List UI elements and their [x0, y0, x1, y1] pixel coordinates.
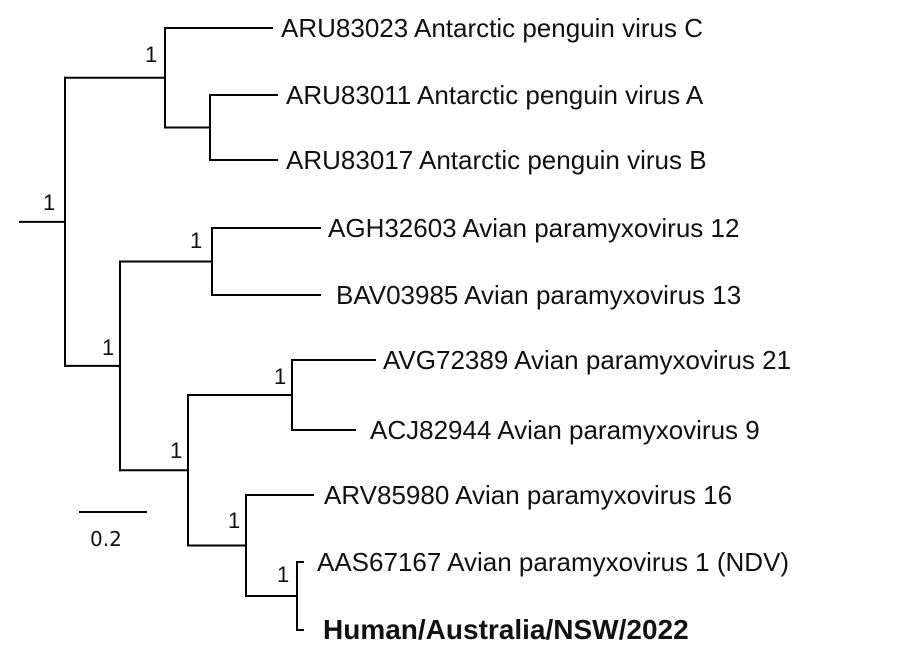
support-value: 1: [170, 438, 182, 463]
leaf-label: ARU83017 Antarctic penguin virus B: [286, 145, 707, 175]
support-value: 1: [102, 335, 114, 360]
support-value: 1: [228, 508, 240, 533]
leaf-label: ARU83011 Antarctic penguin virus A: [286, 80, 704, 110]
leaf-label: ARV85980 Avian paramyxovirus 16: [324, 480, 732, 510]
support-value: 1: [190, 228, 202, 253]
leaf-label: Human/Australia/NSW/2022: [323, 614, 689, 645]
scale-bar: 0.2: [79, 511, 147, 551]
scale-bar-label: 0.2: [90, 527, 122, 551]
support-value: 1: [274, 364, 286, 389]
leaf-label: AVG72389 Avian paramyxovirus 21: [383, 345, 791, 375]
support-value: 1: [43, 190, 55, 215]
leaf-label: BAV03985 Avian paramyxovirus 13: [336, 280, 741, 310]
support-value: 1: [145, 42, 157, 67]
leaf-label: AGH32603 Avian paramyxovirus 12: [328, 213, 739, 243]
tree-branches: [19, 27, 376, 631]
support-labels: 1 1 1 1 1 1 1 1: [43, 42, 289, 587]
leaf-labels: ARU83023 Antarctic penguin virus C ARU830…: [281, 13, 791, 645]
support-value: 1: [277, 562, 289, 587]
leaf-label: ACJ82944 Avian paramyxovirus 9: [370, 415, 760, 445]
leaf-label: AAS67167 Avian paramyxovirus 1 (NDV): [317, 547, 789, 577]
leaf-label: ARU83023 Antarctic penguin virus C: [281, 13, 703, 43]
